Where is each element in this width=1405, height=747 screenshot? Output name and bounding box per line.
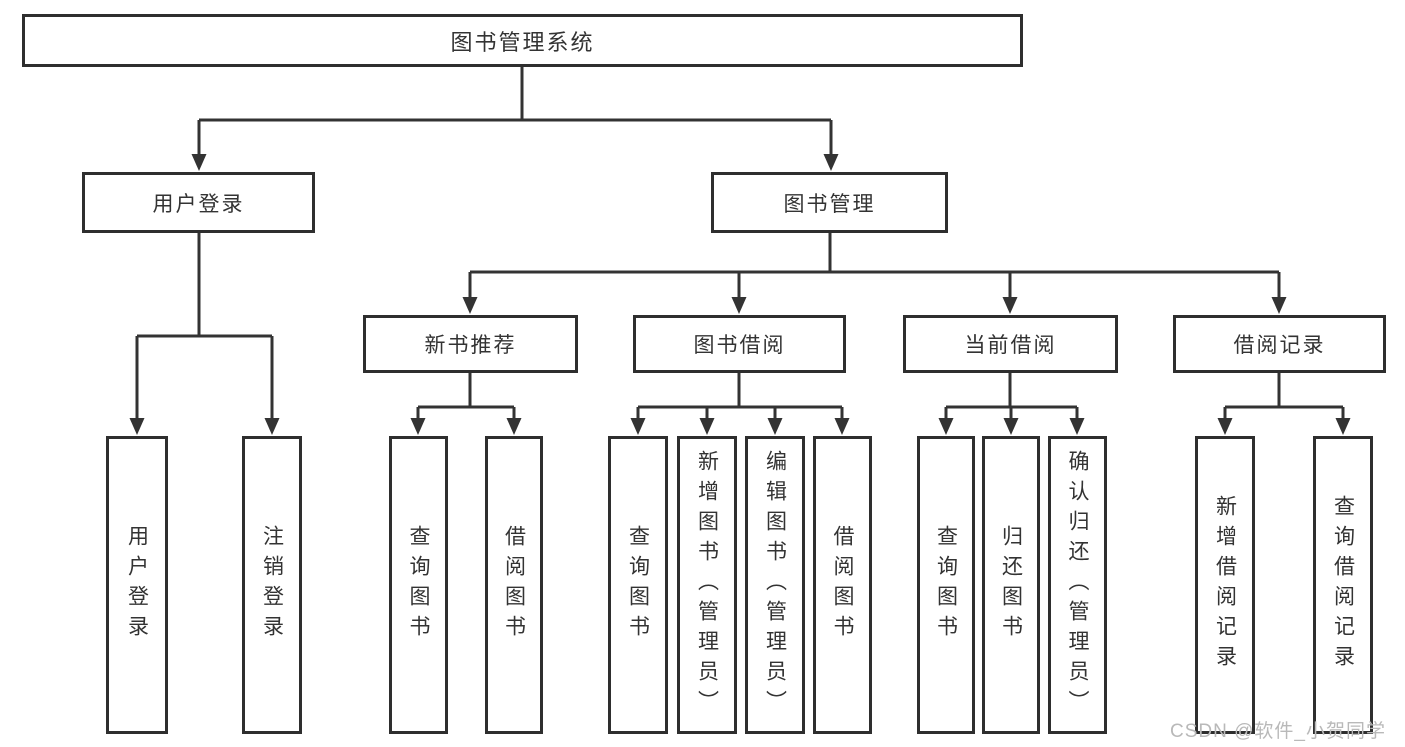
node-library-management-system: 图书管理系统 (22, 14, 1023, 67)
connector-new-book-group (410, 373, 522, 435)
node-user-login: 用户登录 (82, 172, 315, 233)
node-label: 查询借阅记录 (1331, 495, 1355, 675)
connector-book-borrowing-group (630, 373, 850, 435)
node-label: 借阅图书 (502, 525, 526, 645)
node-label: 确认归还（管理员） (1066, 450, 1089, 720)
node-new-book-recommendation: 新书推荐 (363, 315, 578, 373)
leaf-query-books-borrowing: 查询图书 (608, 436, 668, 734)
node-label: 新书推荐 (424, 334, 517, 357)
node-label: 查询图书 (934, 525, 958, 645)
connector-root-to-level2 (191, 67, 839, 171)
node-label: 图书借阅 (693, 334, 786, 357)
leaf-edit-books-admin: 编辑图书（管理员） (745, 436, 805, 734)
leaf-query-books-current: 查询图书 (917, 436, 975, 734)
leaf-borrow-books: 借阅图书 (813, 436, 872, 734)
node-label: 图书管理 (783, 192, 876, 216)
connector-book-management-to-level3 (462, 233, 1287, 314)
node-borrowing-records: 借阅记录 (1173, 315, 1386, 373)
leaf-query-borrowing-record: 查询借阅记录 (1313, 436, 1373, 734)
leaf-query-books-recommendation: 查询图书 (389, 436, 448, 734)
csdn-watermark: CSDN @软件_小贺同学 (1170, 721, 1386, 742)
leaf-return-books: 归还图书 (982, 436, 1040, 734)
connector-current-borrowing-group (938, 373, 1085, 435)
node-label: 新增借阅记录 (1213, 495, 1237, 675)
node-label: 查询图书 (407, 525, 430, 645)
node-label: 用户登录 (152, 192, 245, 216)
node-label: 编辑图书（管理员） (763, 450, 787, 720)
node-current-borrowing: 当前借阅 (903, 315, 1118, 373)
leaf-logout: 注销登录 (242, 436, 302, 734)
node-label: 图书管理系统 (450, 29, 595, 55)
connector-borrowing-records-group (1217, 373, 1351, 435)
leaf-confirm-return-admin: 确认归还（管理员） (1048, 436, 1107, 734)
node-label: 归还图书 (999, 525, 1023, 645)
node-label: 借阅图书 (831, 525, 854, 645)
node-label: 注销登录 (260, 525, 284, 645)
leaf-add-borrowing-record: 新增借阅记录 (1195, 436, 1255, 734)
leaf-borrow-books-recommendation: 借阅图书 (485, 436, 543, 734)
node-label: 当前借阅 (964, 334, 1057, 357)
node-label: 用户登录 (125, 525, 149, 645)
node-label: 查询图书 (626, 525, 650, 645)
node-book-management: 图书管理 (711, 172, 948, 233)
node-label: 借阅记录 (1233, 334, 1326, 357)
node-book-borrowing: 图书借阅 (633, 315, 846, 373)
node-label: 新增图书（管理员） (695, 450, 719, 720)
leaf-user-login: 用户登录 (106, 436, 168, 734)
leaf-add-books-admin: 新增图书（管理员） (677, 436, 737, 734)
connector-user-login-group (129, 233, 280, 435)
